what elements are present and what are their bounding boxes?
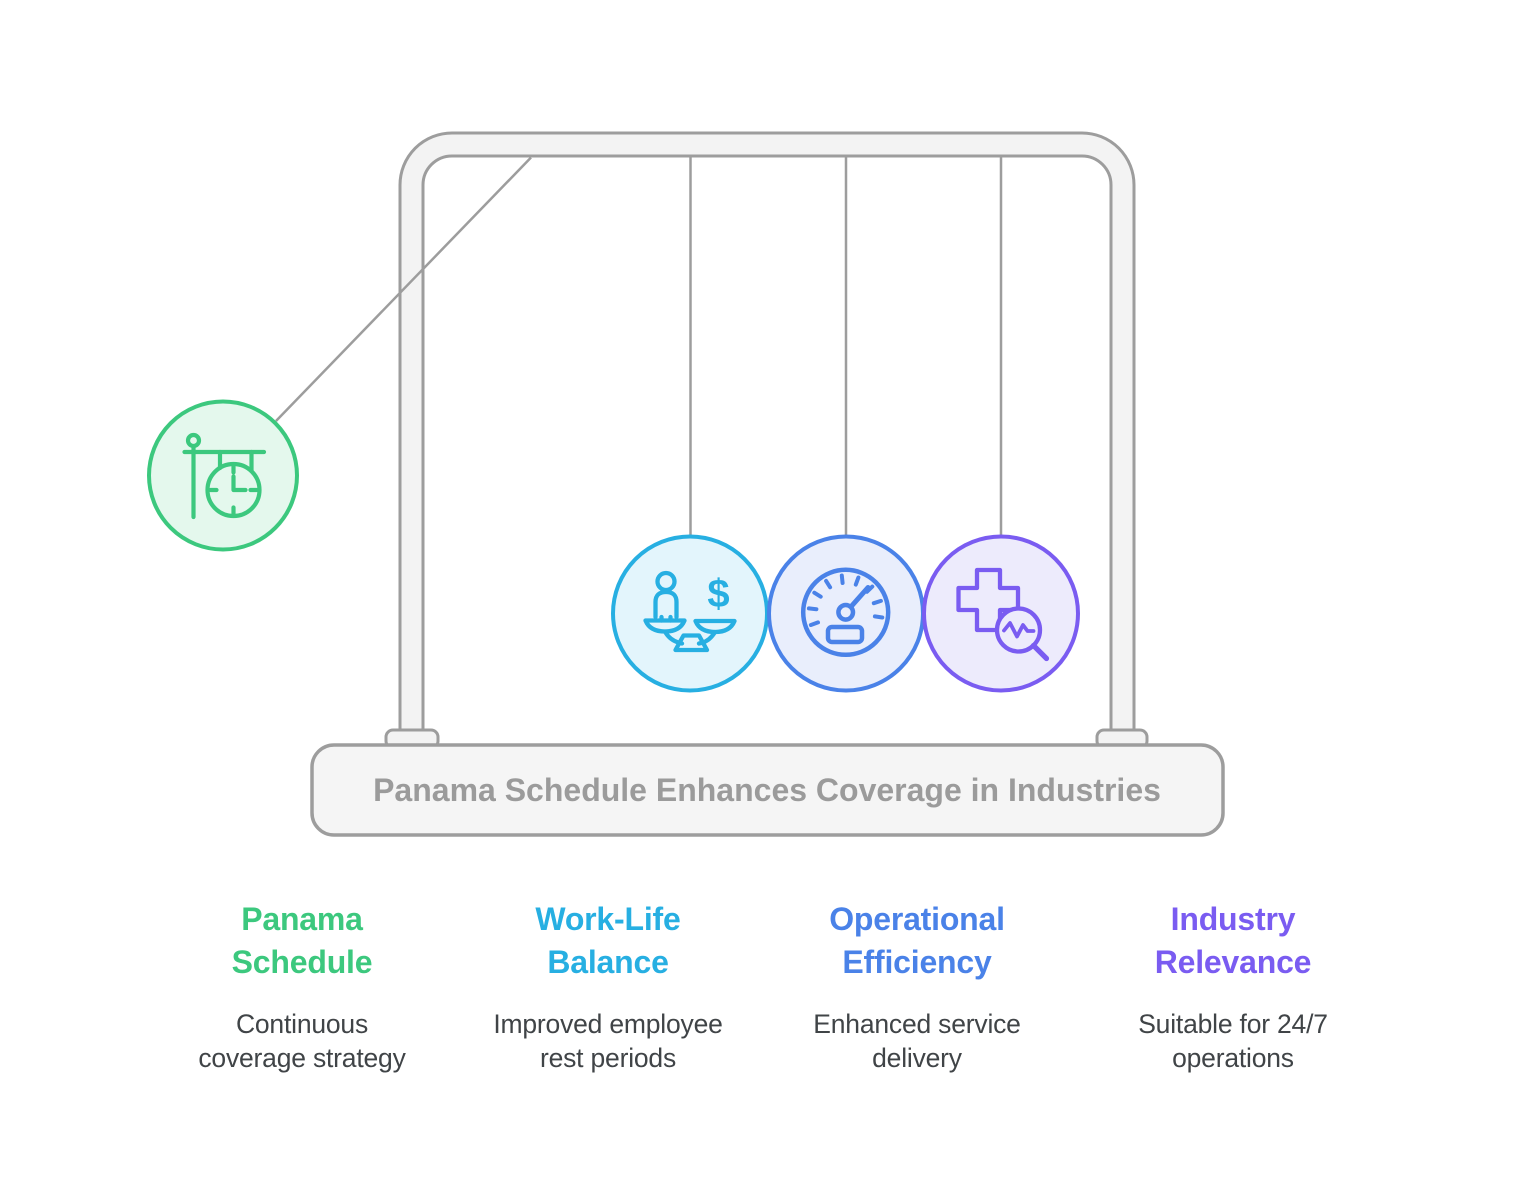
base-plinth: [310, 743, 1225, 837]
base-label: Panama Schedule Enhances Coverage in Ind…: [373, 772, 1161, 808]
pendulum-ball-work-life-balance: $: [611, 534, 769, 693]
column-operational-efficiency: Operational Efficiency Enhanced service …: [767, 898, 1067, 1075]
column-work-life-balance: Work-Life Balance Improved employee rest…: [458, 898, 758, 1075]
ball-circle: [611, 534, 769, 693]
speedometer-icon: [800, 567, 891, 658]
pendulum-ball-panama-schedule: [147, 399, 299, 552]
column-description: Improved employee rest periods: [493, 1009, 723, 1073]
medical-cross-search-icon: [956, 567, 1050, 662]
column-heading: Work-Life Balance: [535, 901, 681, 980]
pendulum-ball-industry-relevance: [922, 534, 1080, 693]
column-description: Suitable for 24/7 operations: [1138, 1009, 1328, 1073]
newtons-cradle-graphic: Panama Schedule Enhances Coverage in Ind…: [147, 131, 1225, 837]
column-heading: Operational Efficiency: [829, 901, 1005, 980]
column-description: Continuous coverage strategy: [198, 1009, 406, 1073]
column-industry-relevance: Industry Relevance Suitable for 24/7 ope…: [1083, 898, 1383, 1075]
pendulum-strings: [275, 156, 1003, 539]
column-description: Enhanced service delivery: [813, 1009, 1021, 1073]
pendulum-string-swung: [275, 156, 532, 422]
ball-circle: [147, 399, 299, 552]
column-panama-schedule: Panama Schedule Continuous coverage stra…: [152, 898, 452, 1075]
dollar-icon: $: [707, 572, 729, 616]
cradle-frame: [398, 131, 1136, 742]
column-heading: Industry Relevance: [1154, 901, 1312, 980]
work-life-balance-scale-icon: $: [643, 570, 737, 653]
station-clock-icon: [182, 432, 267, 520]
pendulum-ball-operational-efficiency: [767, 534, 925, 693]
column-heading: Panama Schedule: [231, 901, 373, 980]
